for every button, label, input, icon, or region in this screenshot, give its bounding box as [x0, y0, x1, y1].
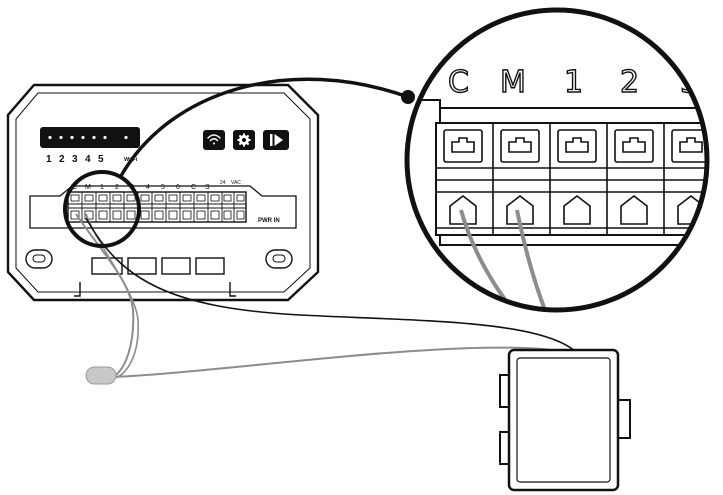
terminal-label: 2: [115, 184, 119, 191]
zone-led-label: 5: [98, 154, 104, 165]
terminal-label: 24: [220, 180, 226, 186]
magnified-view: C M 1 2 3: [404, 7, 710, 313]
magnified-terminal-cell: [614, 123, 665, 235]
terminal-label-large: 1: [564, 65, 583, 100]
wifi-icon: [207, 134, 221, 145]
led-strip: [40, 127, 140, 148]
magnified-terminals: [443, 123, 707, 235]
wire-c-to-cap: [75, 213, 135, 378]
terminal-label-large: 2: [620, 65, 639, 100]
terminal-label: C: [191, 184, 196, 191]
play-skip-icon: [270, 134, 283, 146]
terminal-label: M: [85, 184, 91, 191]
knockout-tabs: [91, 257, 225, 275]
wire-black-to-box: [85, 217, 577, 353]
zone-led-label: 1: [46, 154, 52, 165]
magnified-terminal-cell: [500, 123, 551, 235]
pwr-in-label: PWR IN: [258, 218, 280, 224]
magnified-terminal-cell: [557, 123, 608, 235]
terminal-label: 6: [176, 184, 180, 191]
terminal-label: VAC: [231, 180, 241, 186]
mounting-holes: [25, 249, 293, 269]
zone-led-label: 3: [72, 154, 78, 165]
terminal-label: S: [205, 184, 210, 191]
box-inner: [516, 357, 611, 483]
gear-icon: [237, 133, 251, 147]
junction-box: [499, 348, 631, 492]
wifi-button[interactable]: [203, 130, 225, 150]
zoom-leader-dot: [401, 90, 415, 104]
wires: [75, 213, 577, 379]
box-body: [507, 348, 620, 492]
wire-cap: [85, 366, 117, 385]
zoom-source-circle: [63, 170, 141, 248]
zone-led-label: 2: [59, 154, 65, 165]
wire-grey-to-box: [112, 346, 567, 378]
terminal-label-large: M: [500, 65, 526, 100]
terminal-recess: [29, 185, 297, 229]
terminal-label-large: C: [448, 65, 469, 100]
terminal-label: 5: [161, 184, 165, 191]
terminal-label: C: [72, 184, 77, 191]
wire-m-to-cap: [85, 213, 139, 379]
terminal-label: 1: [100, 184, 104, 191]
terminal-label: 4: [146, 184, 150, 191]
led-dots: [48, 135, 128, 140]
terminal-block: [67, 191, 247, 223]
bottom-feet: [74, 282, 236, 297]
zone-led-label: 4: [85, 154, 91, 165]
settings-button[interactable]: [233, 130, 255, 150]
zoom-indicator: [63, 77, 415, 248]
play-skip-button[interactable]: [263, 130, 289, 150]
zoom-leader-line: [119, 77, 409, 177]
magnifier-border: [404, 7, 710, 313]
controller-inner-outline: [15, 92, 311, 293]
controller: 1 2 3 4 5 Wi-Fi: [6, 83, 320, 302]
magnified-terminal-cell: [443, 123, 494, 235]
